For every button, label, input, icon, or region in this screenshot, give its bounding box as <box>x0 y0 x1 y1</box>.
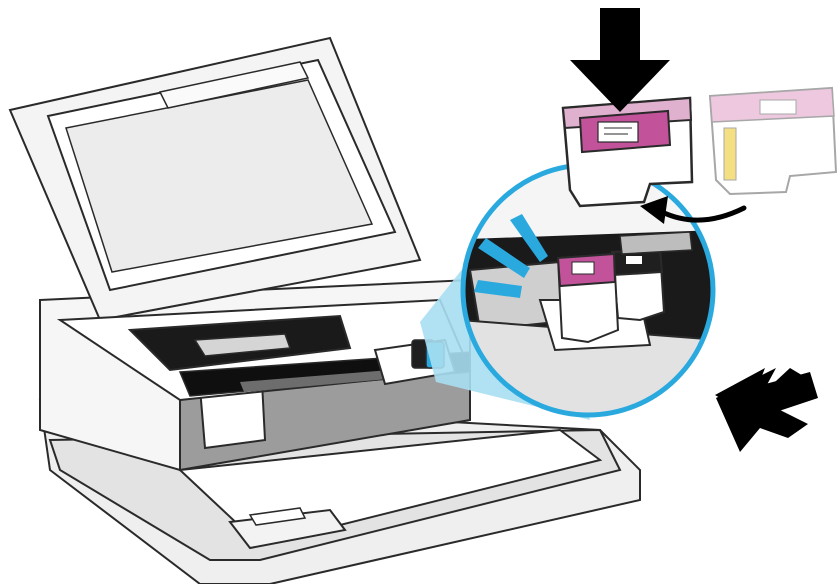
color-cartridge-faded <box>708 86 838 196</box>
color-cartridge-installing <box>556 252 620 344</box>
curved-arrow-icon <box>640 196 747 224</box>
click-burst-icon <box>474 214 548 298</box>
push-arrow-icon <box>715 368 818 432</box>
black-cartridge-installed <box>610 248 666 322</box>
scanner-lid <box>8 36 422 322</box>
output-tray <box>177 428 603 550</box>
color-cartridge-top <box>561 96 694 208</box>
down-arrow-icon <box>570 8 670 112</box>
